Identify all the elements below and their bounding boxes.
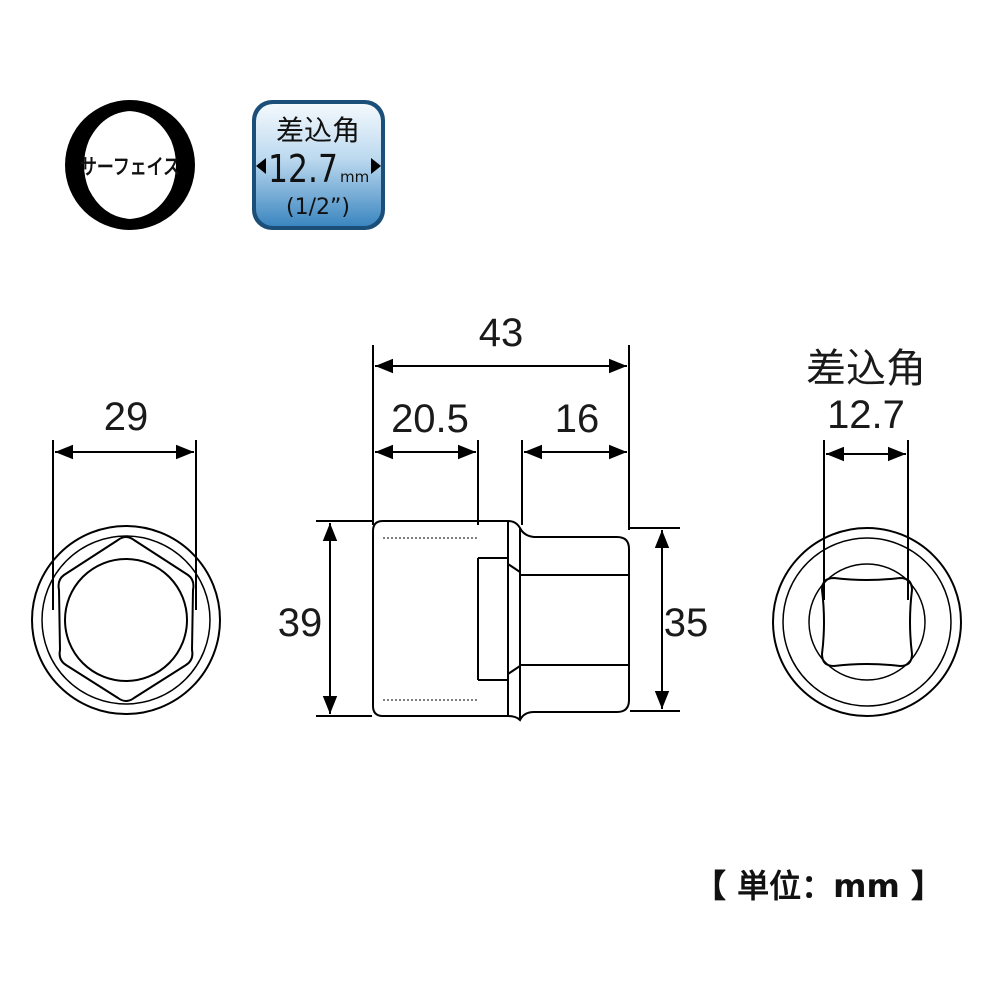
dim-head-diameter: 39 — [278, 601, 323, 645]
arrow-left-icon — [256, 158, 266, 174]
dim-square-value: 12.7 — [827, 393, 905, 437]
section-line — [507, 665, 521, 675]
section-line — [507, 563, 521, 573]
inner-bore — [64, 558, 188, 682]
rear-view-square — [772, 440, 962, 717]
front-view-hex — [31, 440, 221, 715]
socket-outline — [372, 520, 630, 722]
dim-drive-length: 16 — [555, 397, 600, 441]
side-view — [316, 345, 680, 722]
hex-socket-icon — [82, 108, 178, 222]
arrow-right-icon — [371, 158, 381, 174]
surface-badge: サーフェイス — [65, 100, 195, 230]
chamfer-circle — [41, 535, 211, 705]
dim-total-length: 43 — [479, 311, 524, 355]
inner-bore — [808, 563, 926, 681]
drive-badge-inch: (1/2”) — [286, 195, 350, 220]
dim-head-length: 20.5 — [391, 397, 469, 441]
hex-opening — [57, 536, 195, 702]
unit-note: 【 単位：mm 】 — [694, 867, 943, 905]
outer-circle — [31, 525, 221, 715]
drive-badge-value: 12.7 — [268, 147, 338, 191]
square-drive-opening — [820, 576, 914, 668]
chamfer-circle — [782, 537, 952, 707]
dim-front-diameter: 29 — [104, 395, 149, 439]
drive-badge: 差込角 12.7 mm (1/2”) — [252, 100, 385, 230]
drive-badge-unit: mm — [340, 168, 369, 186]
dim-square-label: 差込角 — [806, 347, 926, 391]
dim-drive-diameter: 35 — [664, 601, 709, 645]
outer-circle — [772, 527, 962, 717]
surface-badge-label: サーフェイス — [80, 155, 180, 179]
drive-badge-fill — [256, 104, 381, 226]
drive-badge-label: 差込角 — [276, 114, 360, 147]
